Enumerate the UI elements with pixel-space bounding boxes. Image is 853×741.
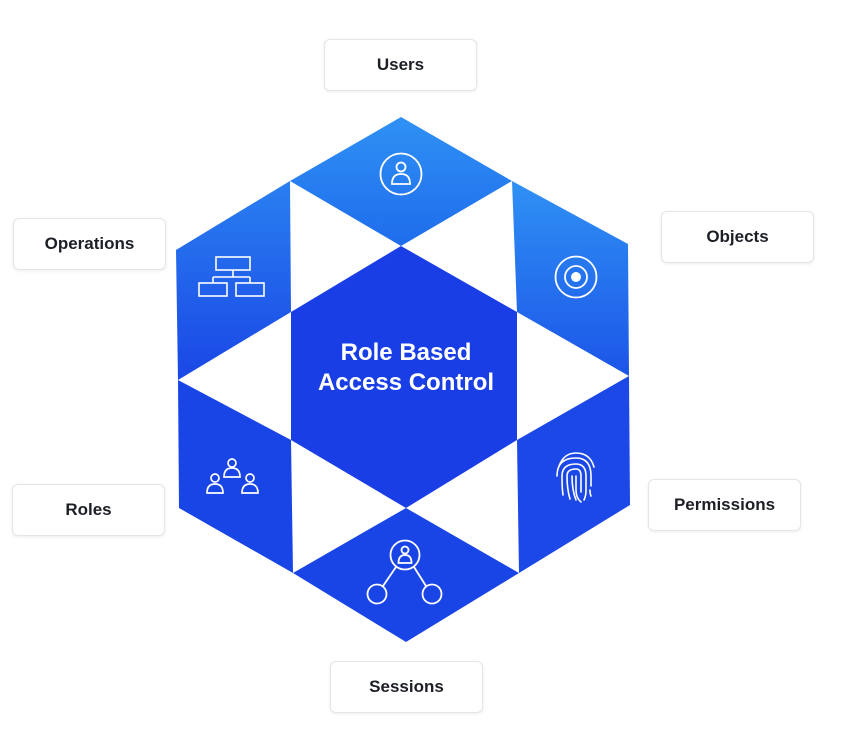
label-permissions: Permissions — [648, 479, 801, 531]
group-icon — [206, 458, 259, 494]
center-title: Role Based Access Control — [290, 338, 522, 398]
segment-objects — [512, 181, 629, 376]
center-title-line-1: Role Based — [340, 339, 472, 366]
user-icon — [379, 152, 423, 196]
segment-permissions — [517, 376, 630, 573]
label-users: Users — [324, 39, 477, 91]
segment-sessions — [293, 508, 519, 642]
segment-operations — [176, 181, 291, 380]
center-hexagon — [291, 246, 517, 508]
user-network-icon — [366, 539, 443, 605]
hierarchy-icon — [198, 256, 265, 297]
label-sessions: Sessions — [330, 661, 483, 713]
label-operations: Operations — [13, 218, 166, 270]
fingerprint-icon — [556, 452, 595, 503]
center-title-line-2: Access Control — [317, 369, 495, 396]
label-roles: Roles — [12, 484, 165, 536]
segment-users — [290, 117, 512, 246]
label-objects: Objects — [661, 211, 814, 263]
target-icon — [554, 255, 598, 299]
